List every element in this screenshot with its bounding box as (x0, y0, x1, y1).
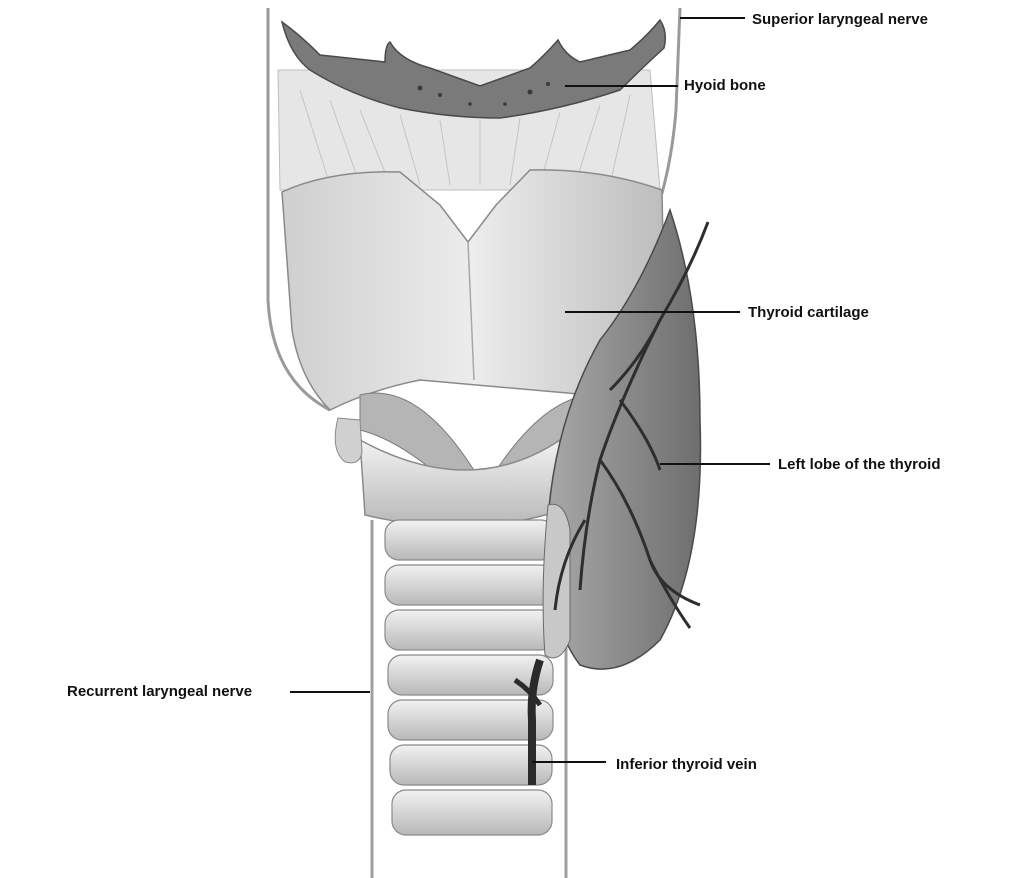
leader-lines (290, 17, 770, 763)
label-inferior-thyroid-vein: Inferior thyroid vein (616, 756, 757, 773)
cricoid-tab (334, 417, 363, 464)
label-superior-laryngeal-nerve: Superior laryngeal nerve (752, 11, 928, 28)
label-thyroid-cartilage: Thyroid cartilage (748, 304, 869, 321)
trachea (384, 519, 556, 836)
thyroid-veins (553, 221, 710, 629)
label-recurrent-laryngeal-nerve: Recurrent laryngeal nerve (67, 683, 253, 700)
hyoid-bone (280, 18, 667, 119)
label-left-lobe-thyroid: Left lobe of the thyroid (778, 456, 941, 473)
superior-laryngeal-nerve-left (266, 8, 331, 412)
cartilage-midline (467, 241, 475, 381)
inferior-thyroid-vein-branch (513, 677, 543, 707)
hyoid-foramina (417, 82, 550, 106)
label-hyoid-bone: Hyoid bone (684, 77, 766, 94)
thyroid-isthmus (542, 503, 571, 659)
